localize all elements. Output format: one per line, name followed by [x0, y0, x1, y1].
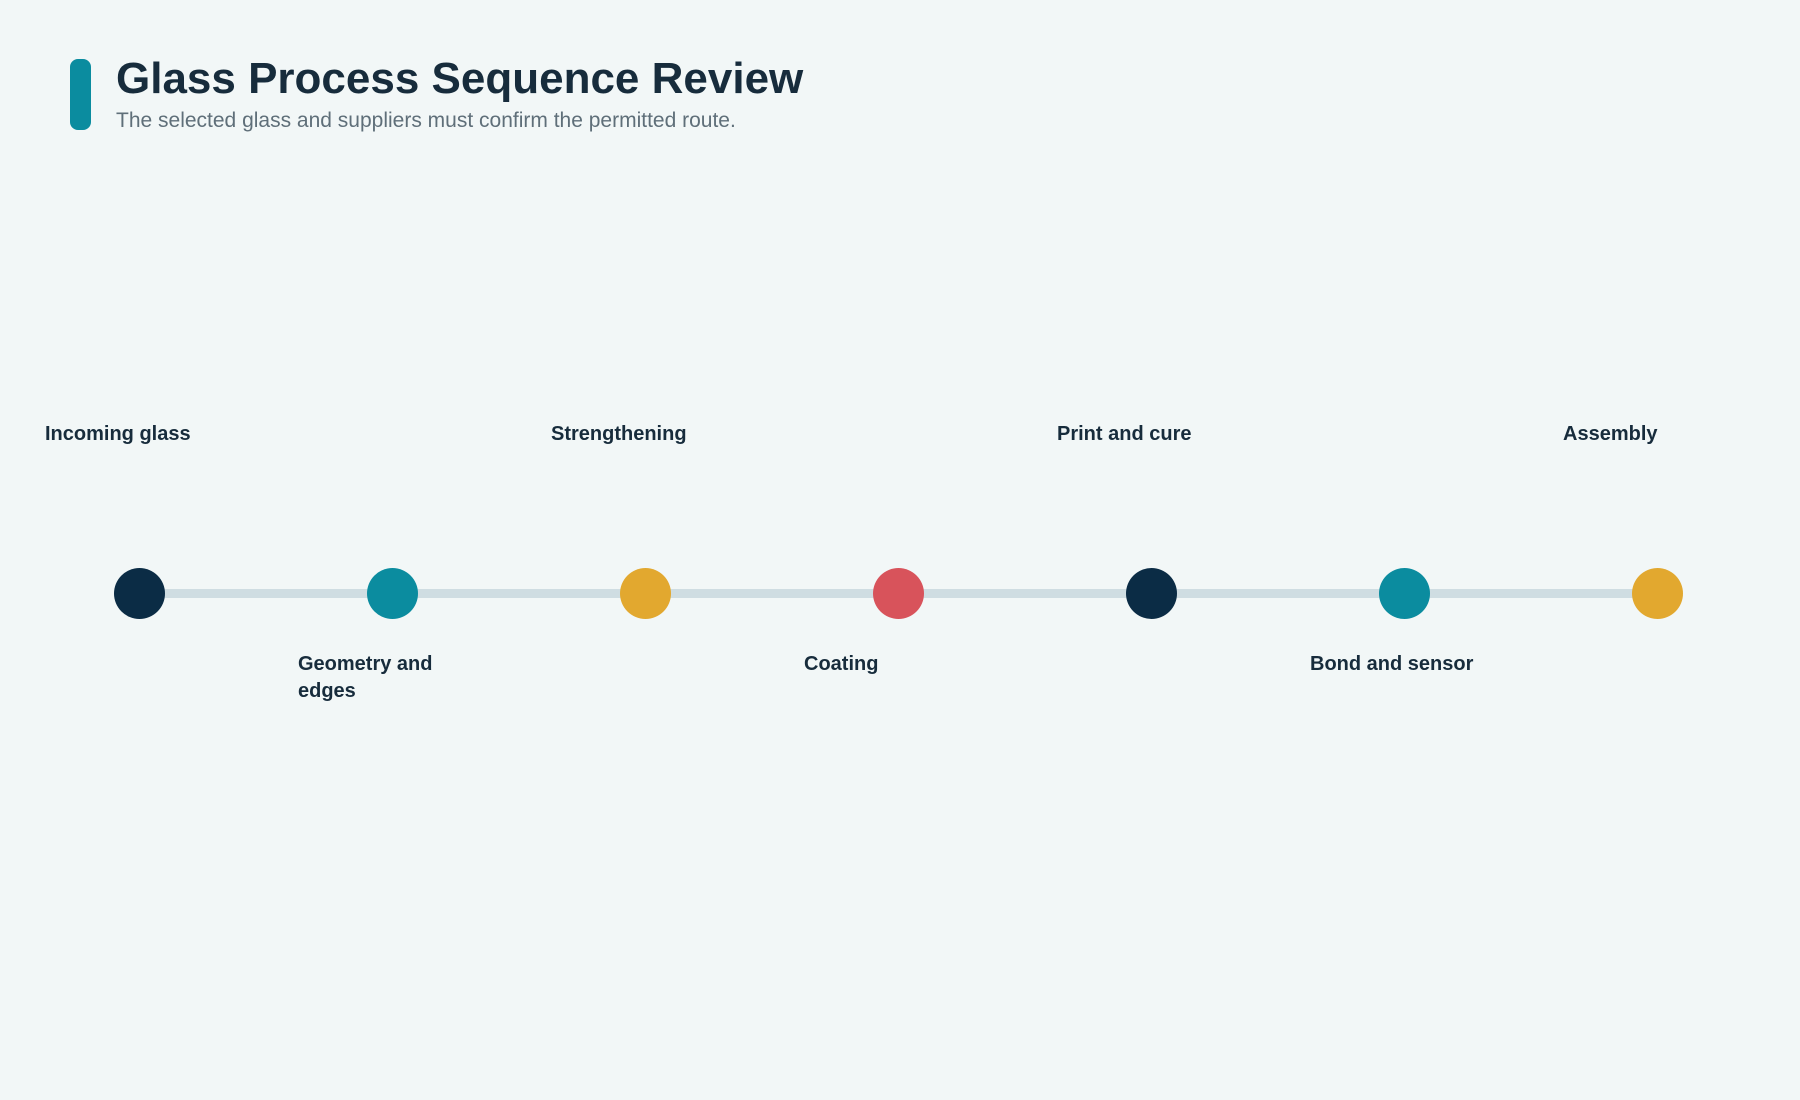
page-title: Glass Process Sequence Review	[116, 54, 804, 103]
title-accent-bar	[70, 59, 91, 130]
step-label-coating: Coating	[804, 653, 879, 675]
step-node-geometry-and-edges	[367, 568, 418, 619]
step-node-strengthening	[620, 568, 671, 619]
step-label-assembly: Assembly	[1563, 423, 1658, 445]
step-label-strengthening: Strengthening	[551, 423, 687, 445]
step-label-bond-and-sensor: Bond and sensor	[1310, 653, 1474, 675]
step-node-incoming-glass	[114, 568, 165, 619]
step-label-print-and-cure: Print and cure	[1057, 423, 1192, 445]
step-label-geometry-and-edges: Geometry and edges	[298, 653, 433, 702]
step-label-incoming-glass: Incoming glass	[45, 423, 191, 445]
step-node-bond-and-sensor	[1379, 568, 1430, 619]
step-node-assembly	[1632, 568, 1683, 619]
page-subtitle: The selected glass and suppliers must co…	[116, 109, 736, 132]
step-node-coating	[873, 568, 924, 619]
step-node-print-and-cure	[1126, 568, 1177, 619]
